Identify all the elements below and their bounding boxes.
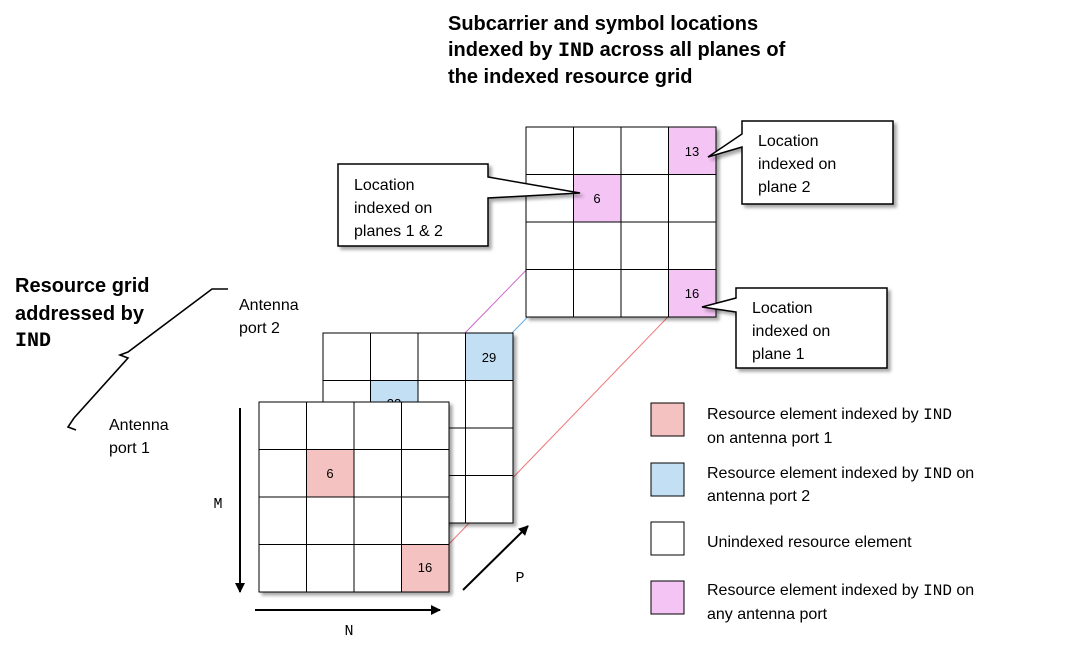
svg-text:Location: Location <box>752 300 813 317</box>
grid-combined-cell-6 <box>573 174 621 222</box>
svg-text:plane 2: plane 2 <box>758 179 811 196</box>
grid-port-2-value-29: 29 <box>482 350 496 365</box>
svg-text:port 1: port 1 <box>109 440 150 457</box>
legend-swatch-unindexed <box>650 521 685 556</box>
legend-swatch-port-1 <box>650 402 685 437</box>
grid-port-1-value-16: 16 <box>418 560 432 575</box>
legend-text-port-2-line-2: antenna port 2 <box>707 488 810 505</box>
svg-text:Location: Location <box>758 133 819 150</box>
svg-text:indexed on: indexed on <box>752 323 830 340</box>
legend-swatch-any-port <box>650 580 685 615</box>
port-1-label: Antenna port 1 <box>109 417 169 457</box>
port-2-label: Antenna port 2 <box>239 297 299 337</box>
n-axis-label: N <box>344 623 353 640</box>
legend-swatch-port-2 <box>650 462 685 497</box>
left-heading: Resource grid addressed by IND <box>15 275 149 353</box>
legend-text-any-port: Resource element indexed by IND on <box>707 582 974 600</box>
p-axis-arrow <box>462 525 529 591</box>
grid-combined-value-13: 13 <box>685 144 699 159</box>
title-line-3: the indexed resource grid <box>448 66 693 88</box>
svg-text:planes 1 & 2: planes 1 & 2 <box>354 223 443 240</box>
callout-plane-2: Location indexed on plane 2 <box>707 120 894 205</box>
p-axis-label: P <box>515 570 524 587</box>
legend-item-port-2: Resource element indexed by IND on anten… <box>650 462 974 505</box>
grid-combined-cell-16 <box>668 269 716 317</box>
left-heading-line-2: addressed by <box>15 303 145 325</box>
svg-text:indexed on: indexed on <box>758 156 836 173</box>
legend-text-port-1-line-2: on antenna port 1 <box>707 430 833 447</box>
legend-text-unindexed: Unindexed resource element <box>707 534 912 551</box>
grid-port-1-cell-16 <box>401 544 449 592</box>
title-line-1: Subcarrier and symbol locations <box>448 13 758 35</box>
diagram-title: Subcarrier and symbol locations indexed … <box>448 13 786 88</box>
svg-text:Location: Location <box>354 177 415 194</box>
svg-text:port 2: port 2 <box>239 320 280 337</box>
legend: Resource element indexed by IND on anten… <box>650 402 974 623</box>
left-heading-line-1: Resource grid <box>15 275 149 297</box>
svg-text:Antenna: Antenna <box>109 417 169 434</box>
grid-combined-value-16: 16 <box>685 286 699 301</box>
grid-port-1: 6 16 <box>258 401 450 593</box>
legend-text-port-1: Resource element indexed by IND <box>707 406 952 424</box>
grid-port-2-cell-29 <box>465 333 513 381</box>
legend-item-unindexed: Unindexed resource element <box>650 521 912 556</box>
left-heading-code: IND <box>15 330 51 353</box>
grid-port-1-cell-6 <box>306 449 354 497</box>
grid-combined: 13 6 16 <box>525 126 717 318</box>
axis-arrows <box>235 408 529 615</box>
legend-text-any-port-line-2: any antenna port <box>707 606 828 623</box>
m-axis-label: M <box>213 496 222 513</box>
grid-combined-value-6: 6 <box>593 191 600 206</box>
svg-text:Antenna: Antenna <box>239 297 299 314</box>
grid-port-1-value-6: 6 <box>326 466 333 481</box>
grid-combined-cell-13 <box>668 127 716 175</box>
legend-text-port-2: Resource element indexed by IND on <box>707 465 974 483</box>
legend-item-port-1: Resource element indexed by IND on anten… <box>650 402 952 447</box>
callout-planes-1-2: Location indexed on planes 1 & 2 <box>337 163 581 247</box>
callout-plane-1: Location indexed on plane 1 <box>701 287 888 369</box>
antenna-ports-brace <box>66 288 228 431</box>
legend-item-any-port: Resource element indexed by IND on any a… <box>650 580 974 623</box>
title-line-2: indexed by IND across all planes of <box>448 39 786 63</box>
svg-text:indexed on: indexed on <box>354 200 432 217</box>
svg-text:plane 1: plane 1 <box>752 346 805 363</box>
